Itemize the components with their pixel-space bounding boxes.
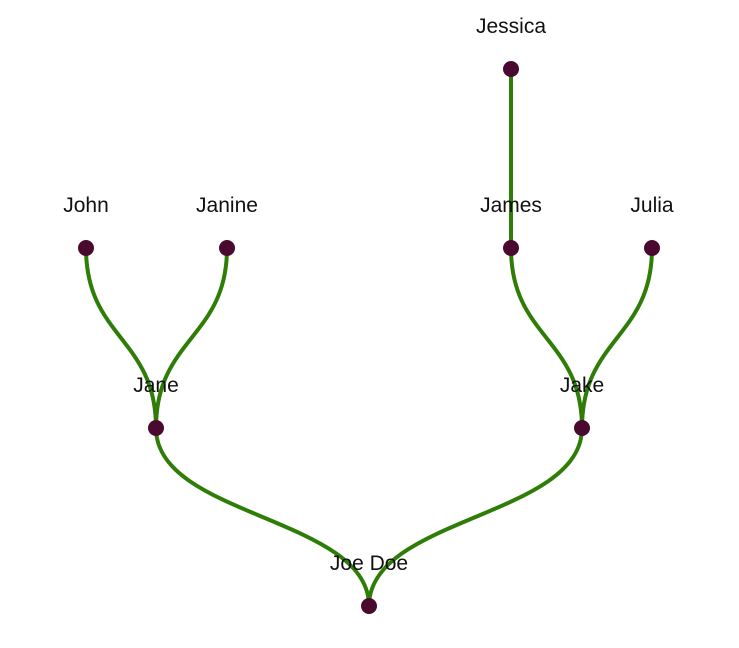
node-jane[interactable]: Jane — [133, 374, 179, 436]
node-dot[interactable] — [148, 420, 164, 436]
link-jake-to-james — [509, 246, 584, 430]
node-dot[interactable] — [361, 598, 377, 614]
node-dot[interactable] — [503, 240, 519, 256]
node-janine[interactable]: Janine — [196, 194, 258, 256]
node-label: James — [480, 194, 542, 217]
node-dot[interactable] — [574, 420, 590, 436]
link-jane-to-john — [84, 246, 158, 430]
node-label: Jane — [133, 374, 179, 397]
node-label: Jessica — [476, 15, 546, 38]
tree-nodes: Joe Doe Jane Jake John Janine James Julia Jessi… — [63, 15, 674, 614]
node-label: Janine — [196, 194, 258, 217]
node-jessica[interactable]: Jessica — [476, 15, 546, 77]
node-dot[interactable] — [503, 61, 519, 77]
node-james[interactable]: James — [480, 194, 542, 256]
node-jake[interactable]: Jake — [560, 374, 604, 436]
node-label: Jake — [560, 374, 604, 397]
node-dot[interactable] — [78, 240, 94, 256]
node-label: John — [63, 194, 109, 217]
node-joe-doe[interactable]: Joe Doe — [330, 552, 408, 614]
node-julia[interactable]: Julia — [630, 194, 674, 256]
link-jake-to-julia — [580, 246, 654, 430]
link-joe-doe-to-jane — [154, 426, 371, 608]
node-dot[interactable] — [644, 240, 660, 256]
node-dot[interactable] — [219, 240, 235, 256]
node-john[interactable]: John — [63, 194, 109, 256]
link-joe-doe-to-jake — [367, 426, 584, 608]
link-jane-to-janine — [154, 246, 229, 430]
node-label: Julia — [630, 194, 674, 217]
node-label: Joe Doe — [330, 552, 408, 575]
tree-links — [84, 67, 654, 608]
